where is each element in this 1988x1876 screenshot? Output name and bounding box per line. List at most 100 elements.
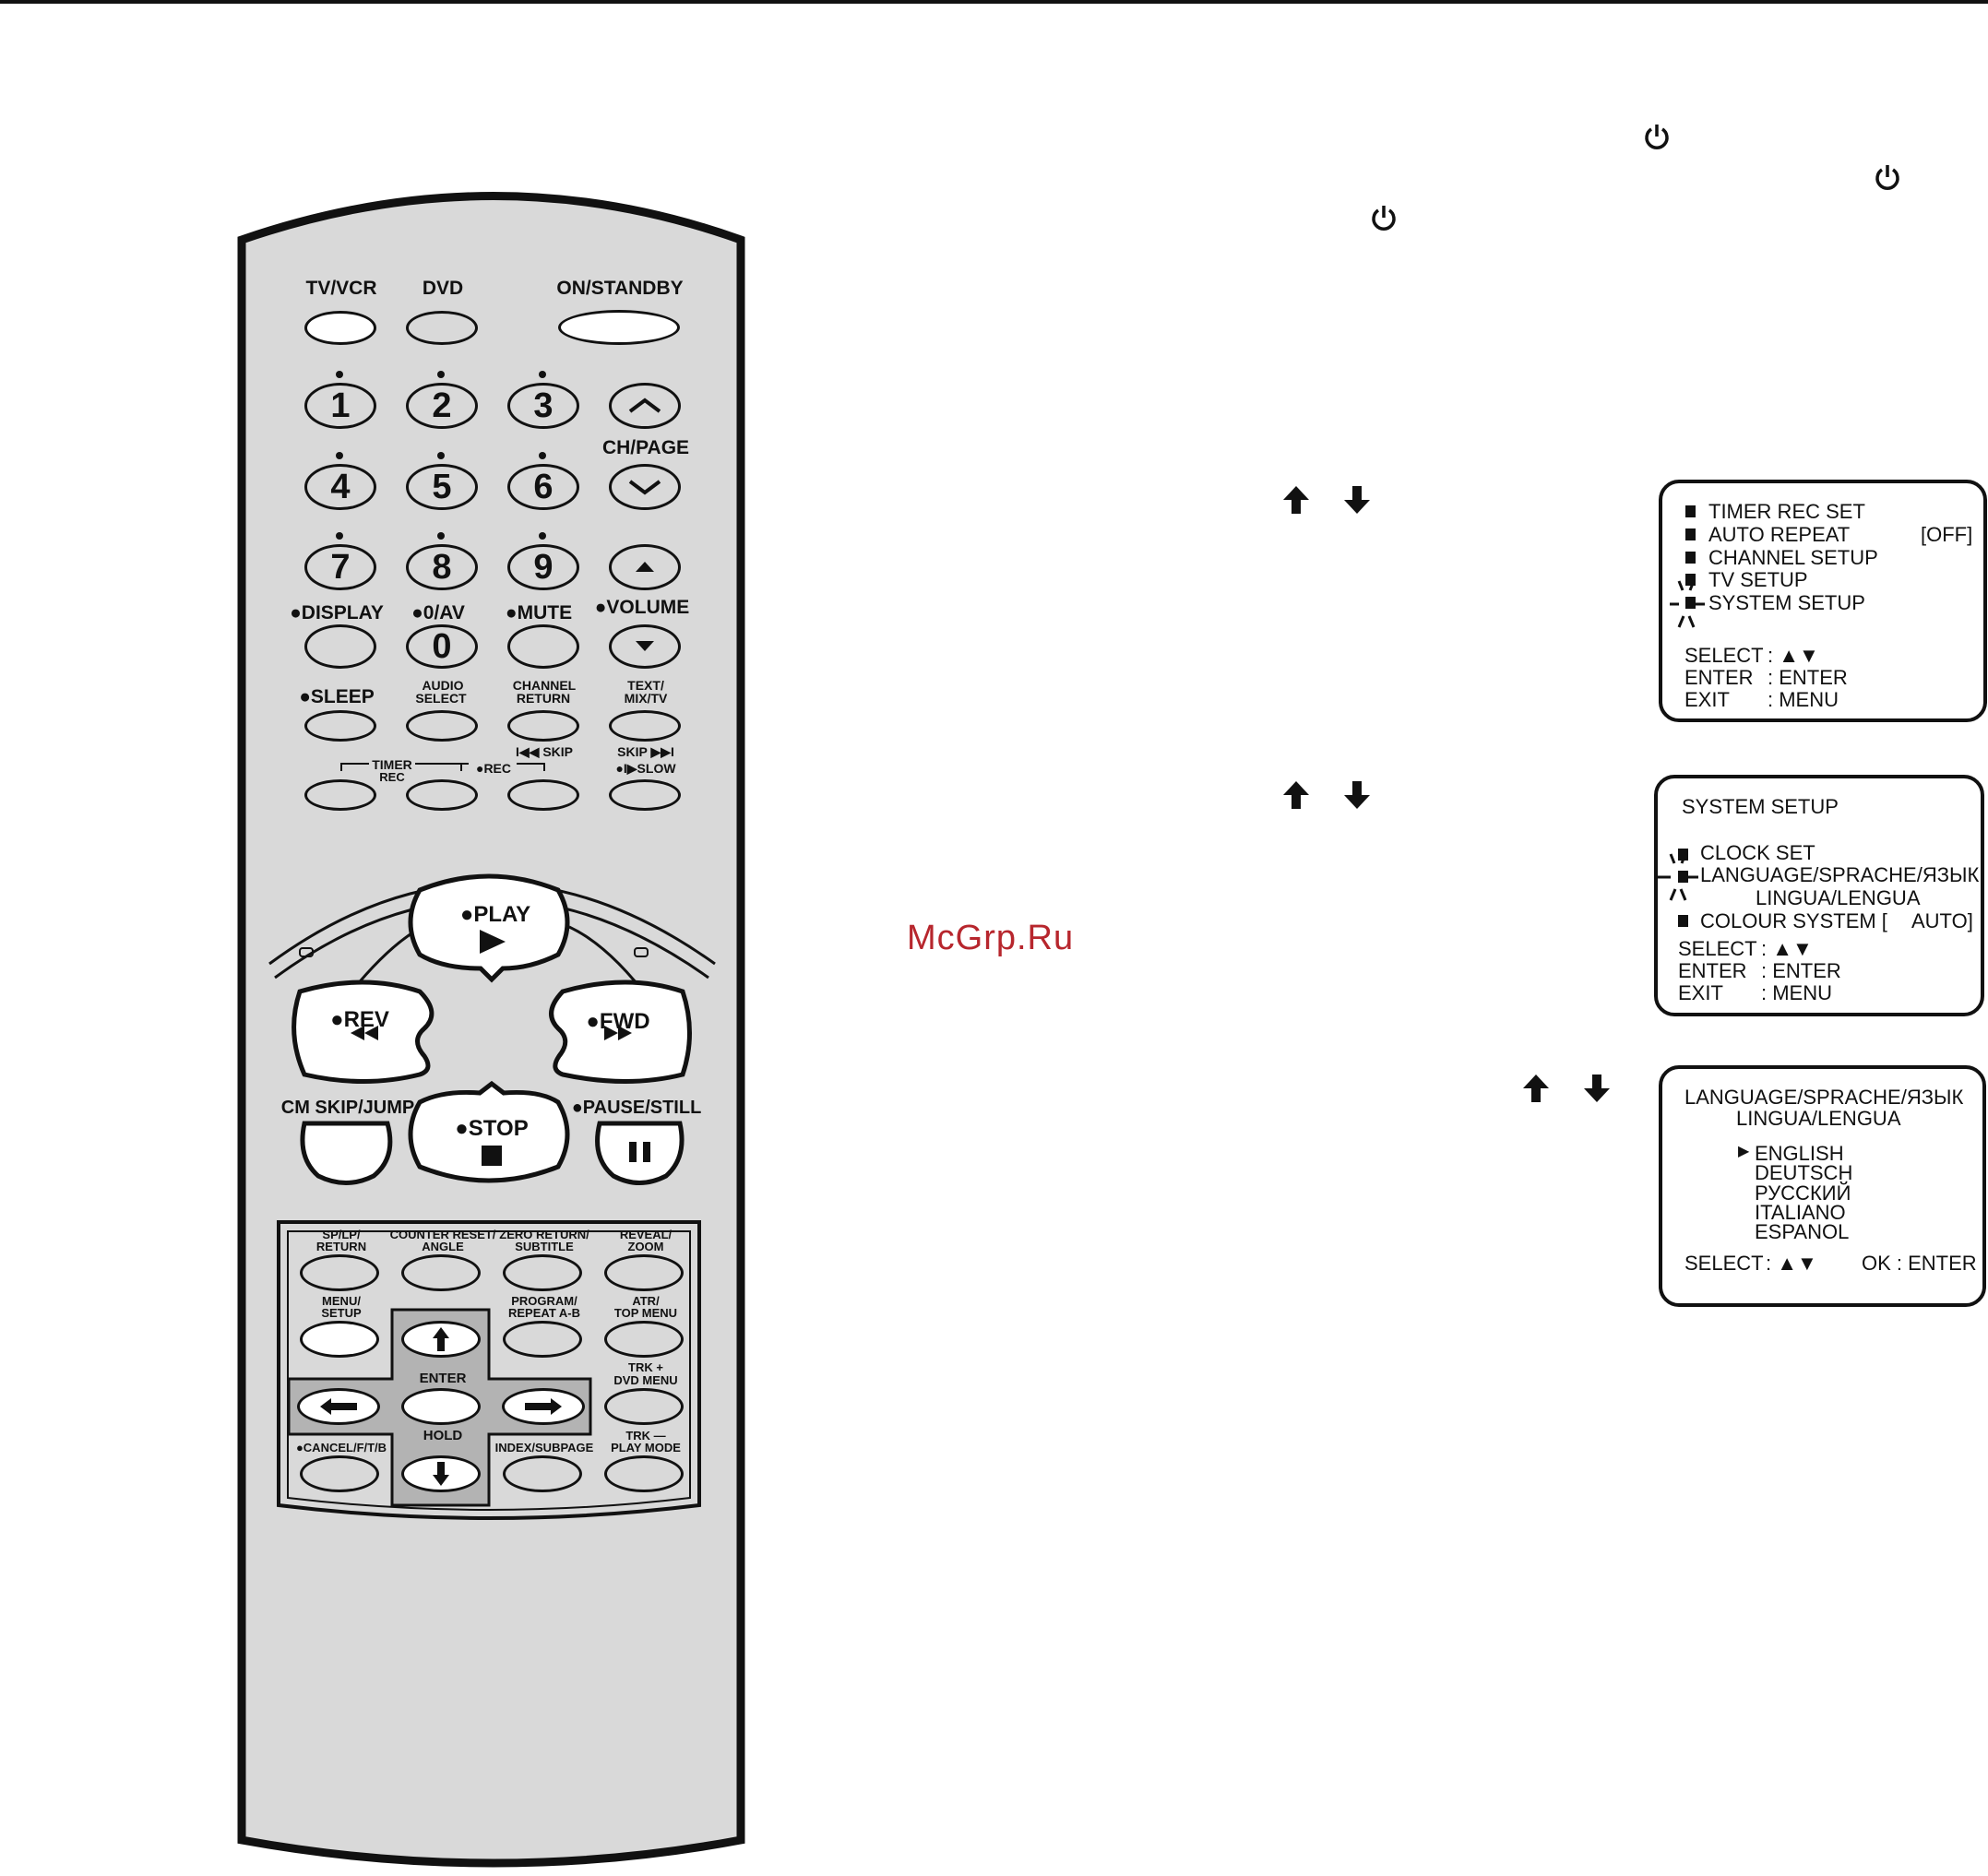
trk-plus-button[interactable] (604, 1388, 684, 1425)
rev-label[interactable]: ●REV (330, 1007, 389, 1032)
enter-button[interactable] (401, 1388, 481, 1425)
volume-up-button[interactable] (609, 544, 681, 590)
ch-page-up-button[interactable] (609, 383, 681, 429)
up-arrow-icon (1523, 1075, 1549, 1102)
zero-return-button[interactable] (503, 1254, 582, 1291)
number-2-button[interactable]: 2 (406, 383, 478, 429)
enter-label: ENTER (419, 1371, 467, 1386)
counter-reset-label-2: ANGLE (422, 1240, 464, 1253)
fwd-label[interactable]: ●FWD (586, 1009, 650, 1034)
select-label: SELECT (1684, 644, 1764, 667)
auto-repeat-value: [OFF] (1921, 523, 1973, 546)
nav-down-button[interactable] (401, 1455, 481, 1492)
hold-label: HOLD (423, 1428, 463, 1443)
skip-fwd-label: SKIP ▶▶I (617, 744, 674, 759)
ch-page-label: CH/PAGE (601, 437, 690, 458)
number-7-button[interactable]: 7 (304, 544, 376, 590)
skip-back-button[interactable] (507, 779, 579, 811)
cursor-icon (1678, 871, 1688, 883)
display-button[interactable] (304, 624, 376, 669)
flashing-cursor-icon (1670, 580, 1705, 628)
indicator-dot (539, 452, 546, 459)
stop-label[interactable]: ●STOP (455, 1116, 529, 1141)
menu-title-sub: LINGUA/LENGUA (1736, 1107, 1901, 1130)
number-1-button[interactable]: 1 (304, 383, 376, 429)
index-button[interactable] (503, 1455, 582, 1492)
tv-vcr-button[interactable] (304, 311, 376, 345)
number-9-button[interactable]: 9 (507, 544, 579, 590)
number-0-button[interactable]: 0 (406, 624, 478, 669)
text-mix-label-1: TEXT/ (627, 678, 664, 693)
program-button[interactable] (503, 1321, 582, 1358)
rec-label: ●REC (475, 761, 512, 776)
number-3-button[interactable]: 3 (507, 383, 579, 429)
left-arrow-icon (320, 1398, 357, 1415)
cancel-button[interactable] (300, 1455, 379, 1492)
bullet-icon (1685, 574, 1696, 586)
up-arrow-icon (1283, 486, 1309, 514)
number-5-button[interactable]: 5 (406, 464, 478, 510)
triangle-down-icon (636, 641, 654, 651)
nav-left-button[interactable] (297, 1388, 380, 1425)
text-mix-button[interactable] (609, 710, 681, 742)
reveal-button[interactable] (604, 1254, 684, 1291)
nav-right-button[interactable] (502, 1388, 585, 1425)
cursor-icon: ▶ (1738, 1144, 1750, 1159)
select-value: : ▲▼ (1768, 644, 1819, 667)
watermark: McGrp.Ru (907, 919, 1075, 957)
atr-button[interactable] (604, 1321, 684, 1358)
down-arrow-icon (1584, 1075, 1610, 1102)
menu-setup-button[interactable] (300, 1321, 379, 1358)
tv-vcr-label: TV/VCR (305, 278, 377, 299)
number-6-button[interactable]: 6 (507, 464, 579, 510)
exit-value: : MENU (1761, 981, 1832, 1004)
counter-reset-button[interactable] (401, 1254, 481, 1291)
cursor-icon (1685, 597, 1696, 609)
top-rule (0, 0, 1988, 4)
timer-rec-button-1[interactable] (304, 779, 376, 811)
select-value: : ▲▼ (1761, 937, 1813, 960)
chevron-down-icon (628, 480, 661, 495)
language-screen: LANGUAGE/SPRACHE/ЯЗЫК LINGUA/LENGUA ▶ EN… (1659, 1065, 1986, 1307)
timer-rec-label: REC (379, 770, 405, 784)
menu-item-selected: LANGUAGE/SPRACHE/ЯЗЫК (1700, 863, 1980, 886)
colour-system-value: AUTO] (1911, 909, 1973, 932)
nav-up-button[interactable] (401, 1321, 481, 1358)
indicator-dot (539, 371, 546, 378)
indicator-dot (336, 371, 343, 378)
dvd-button[interactable] (406, 311, 478, 345)
skip-fwd-button[interactable] (609, 779, 681, 811)
reveal-label-2: ZOOM (627, 1240, 664, 1253)
indicator-dot (437, 532, 445, 540)
language-item: ITALIANO (1755, 1201, 1846, 1224)
channel-return-label-1: CHANNEL (512, 678, 577, 693)
sleep-button[interactable] (304, 710, 376, 742)
on-standby-button[interactable] (558, 310, 680, 345)
exit-label: EXIT (1684, 688, 1730, 711)
pause-still-label: ●PAUSE/STILL (571, 1098, 702, 1118)
number-8-button[interactable]: 8 (406, 544, 478, 590)
atr-label-1: ATR/ (632, 1294, 660, 1308)
menu-item-selected: SYSTEM SETUP (1708, 591, 1865, 614)
play-label[interactable]: ●PLAY (459, 902, 531, 927)
on-standby-label: ON/STANDBY (556, 278, 684, 299)
zero-av-label: ●0/AV (411, 602, 465, 623)
number-4-button[interactable]: 4 (304, 464, 376, 510)
volume-down-button[interactable] (609, 624, 681, 669)
down-arrow-icon (433, 1462, 449, 1486)
trk-minus-button[interactable] (604, 1455, 684, 1492)
audio-select-button[interactable] (406, 710, 478, 742)
mute-button[interactable] (507, 624, 579, 669)
sp-lp-button[interactable] (300, 1254, 379, 1291)
main-menu-screen: TIMER REC SET AUTO REPEAT [OFF] CHANNEL … (1659, 480, 1987, 722)
trk-minus-label-1: TRK — (625, 1429, 666, 1443)
timer-rec-button-2[interactable] (406, 779, 478, 811)
channel-return-button[interactable] (507, 710, 579, 742)
ch-page-down-button[interactable] (609, 464, 681, 510)
bullet-icon (1685, 528, 1696, 540)
atr-label-2: TOP MENU (613, 1306, 678, 1320)
menu-title: SYSTEM SETUP (1682, 795, 1839, 818)
system-setup-screen: SYSTEM SETUP CLOCK SET LANGUAGE/SPRACHE/… (1654, 775, 1984, 1016)
program-label-1: PROGRAM/ (511, 1294, 577, 1308)
